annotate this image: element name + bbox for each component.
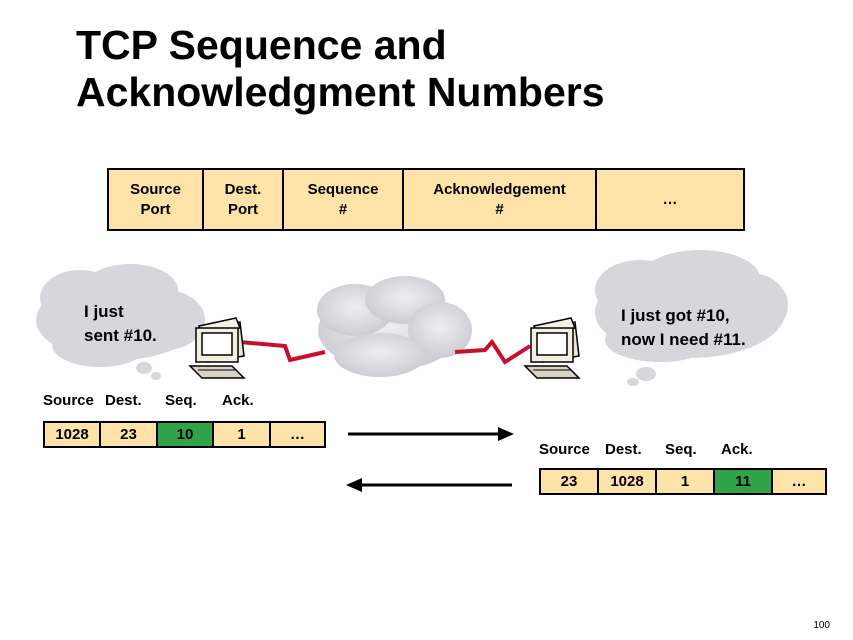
right-thought-bubble xyxy=(595,250,788,386)
right-segment-labels: Source Dest. Seq. Ack. xyxy=(539,441,771,458)
field-dest-port: Dest. Port xyxy=(202,168,282,231)
segment-cell-seq: 1 xyxy=(655,468,713,495)
right-bubble-text: I just got #10, now I need #11. xyxy=(621,306,746,349)
label-seq: Seq. xyxy=(665,441,697,458)
right-segment: 23 1028 1 11 … xyxy=(539,468,827,495)
title-line-1: TCP Sequence and xyxy=(76,22,447,68)
left-segment: 1028 23 10 1 … xyxy=(43,421,326,448)
label-ack: Ack. xyxy=(222,392,254,409)
label-ack: Ack. xyxy=(721,441,753,458)
label-dest: Dest. xyxy=(605,441,642,458)
segment-cell-ack: 1 xyxy=(212,421,269,448)
arrow-right xyxy=(348,427,514,441)
field-sequence-number: Sequence # xyxy=(282,168,402,231)
right-computer-icon xyxy=(523,317,581,379)
segment-cell-more: … xyxy=(269,421,326,448)
segment-cell-more: … xyxy=(771,468,827,495)
segment-cell-dest: 1028 xyxy=(597,468,655,495)
label-seq: Seq. xyxy=(165,392,197,409)
left-segment-labels: Source Dest. Seq. Ack. xyxy=(43,392,272,409)
label-source: Source xyxy=(539,441,590,458)
left-computer-icon xyxy=(188,317,246,379)
segment-cell-seq: 10 xyxy=(156,421,212,448)
network-cloud xyxy=(317,276,472,377)
left-thought-bubble xyxy=(36,264,205,380)
page-title: TCP Sequence and Acknowledgment Numbers xyxy=(76,22,776,116)
field-acknowledgement-number: Acknowledgement # xyxy=(402,168,595,231)
label-source: Source xyxy=(43,392,94,409)
left-cable xyxy=(239,340,326,363)
field-more: … xyxy=(595,168,745,231)
segment-cell-ack: 11 xyxy=(713,468,771,495)
arrow-left xyxy=(346,478,512,492)
tcp-header-fields: Source Port Dest. Port Sequence # Acknow… xyxy=(107,168,745,231)
segment-cell-source: 1028 xyxy=(43,421,99,448)
right-cable xyxy=(454,338,532,365)
segment-cell-dest: 23 xyxy=(99,421,156,448)
segment-cell-source: 23 xyxy=(539,468,597,495)
left-bubble-text: I just sent #10. xyxy=(84,302,157,345)
label-dest: Dest. xyxy=(105,392,142,409)
page-number: 100 xyxy=(813,620,830,631)
field-source-port: Source Port xyxy=(107,168,202,231)
title-line-2: Acknowledgment Numbers xyxy=(76,69,605,115)
